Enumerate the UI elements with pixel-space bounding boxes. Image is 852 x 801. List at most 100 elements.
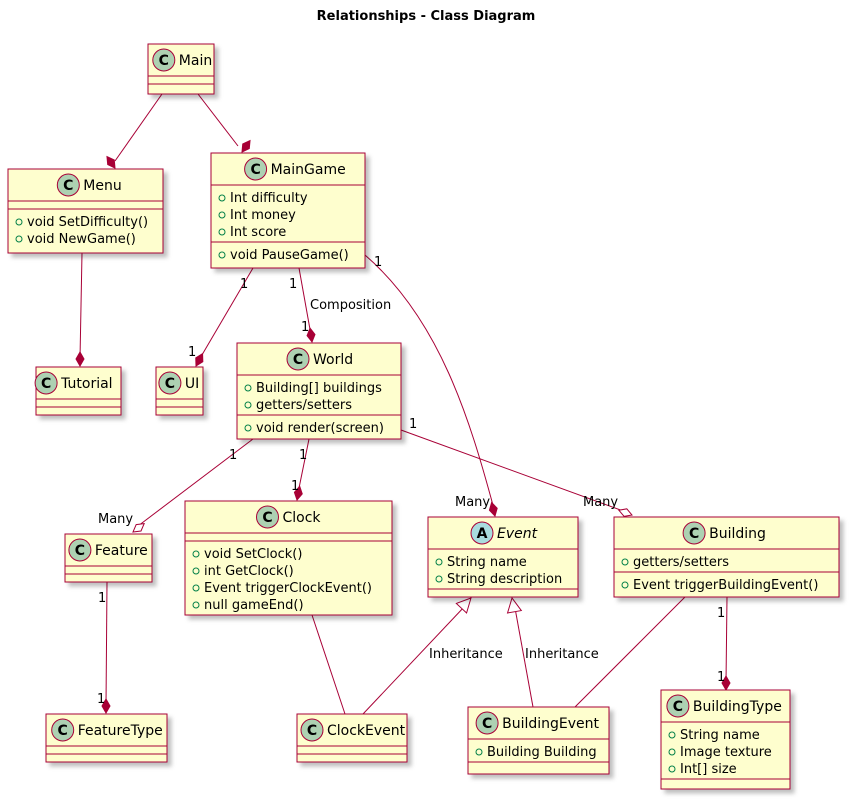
class-stereotype-icon [256, 505, 279, 529]
stereotype-letter: C [250, 162, 260, 178]
inheritance-arrowhead [455, 597, 472, 614]
to-multiplicity: 1 [291, 479, 299, 494]
relation-line [105, 581, 108, 707]
relation-clock-clockevent [311, 614, 346, 715]
class-stereotype-icon [666, 694, 690, 718]
relation-line [79, 252, 83, 360]
to-multiplicity: Many [98, 512, 133, 527]
class-stereotype-icon [152, 48, 176, 72]
composition-diamond [106, 155, 116, 169]
stereotype-letter: C [63, 178, 73, 194]
public-visibility-icon [435, 558, 443, 566]
class-method: null gameEnd() [204, 598, 304, 613]
class-method: void SetClock() [204, 547, 302, 562]
class-box [236, 342, 402, 440]
public-visibility-icon [435, 575, 443, 583]
relation-line [311, 614, 346, 715]
public-visibility-icon [192, 601, 200, 609]
from-multiplicity: 1 [240, 277, 248, 292]
public-visibility-icon [218, 211, 226, 219]
stereotype-letter: C [41, 376, 51, 392]
relation-line [362, 605, 466, 715]
from-multiplicity: 1 [229, 448, 237, 463]
relation-line [198, 267, 254, 361]
to-multiplicity: Many [583, 495, 618, 510]
stereotype-letter: C [673, 699, 683, 715]
class-name: Feature [95, 543, 148, 559]
class-name: Building [709, 526, 766, 542]
public-visibility-icon [218, 228, 226, 236]
aggregation-diamond [617, 508, 633, 517]
class-stereotype-icon [51, 718, 75, 742]
public-visibility-icon [475, 748, 483, 756]
stereotype-letter: C [689, 526, 699, 542]
class-box [427, 516, 579, 598]
class-stereotype-icon [300, 718, 324, 742]
relation-line [297, 438, 310, 494]
class-tutorial[interactable]: C Tutorial [34, 366, 122, 416]
composition-diamond [721, 674, 731, 692]
public-visibility-icon [192, 567, 200, 575]
stereotype-letter: C [262, 510, 272, 526]
class-attribute: String name [447, 555, 527, 570]
relation-clockevent-event: Inheritance [362, 597, 503, 715]
class-attribute: Int[] size [680, 762, 737, 777]
composition-diamond [306, 327, 316, 343]
class-name: Menu [83, 178, 121, 194]
class-method: Event triggerClockEvent() [204, 581, 372, 596]
class-attribute: Image texture [680, 745, 772, 760]
class-stereotype-icon [56, 173, 80, 197]
class-stereotype-icon [68, 538, 92, 562]
composition-diamond [195, 352, 204, 367]
aggregation-diamond [132, 522, 145, 533]
public-visibility-icon [192, 584, 200, 592]
diagram-title: Relationships - Class Diagram [316, 9, 536, 24]
class-stereotype-icon [475, 711, 499, 735]
public-visibility-icon [621, 558, 629, 566]
relation-label: Composition [310, 298, 391, 313]
to-multiplicity: 1 [301, 320, 309, 335]
class-stereotype-icon [682, 521, 706, 545]
class-stereotype-icon [286, 347, 310, 371]
relation-building-buildingevent [574, 596, 686, 708]
stereotype-letter: C [293, 352, 303, 368]
class-attribute: getters/setters [633, 555, 729, 570]
from-multiplicity: 1 [299, 448, 307, 463]
class-box [613, 516, 840, 598]
class-box [7, 168, 164, 254]
class-stereotype-icon [158, 371, 182, 395]
composition-diamond [488, 501, 498, 517]
public-visibility-icon [15, 235, 23, 243]
class-method: void render(screen) [256, 421, 384, 436]
stereotype-letter: C [307, 723, 317, 739]
class-stereotype-icon [34, 371, 58, 395]
class-method: int GetClock() [204, 564, 294, 579]
class-name: Event [497, 526, 538, 542]
relation-line [514, 607, 534, 708]
stereotype-letter: C [482, 716, 492, 732]
class-name: BuildingEvent [502, 716, 599, 732]
class-attribute: String name [680, 728, 760, 743]
class-box [184, 500, 393, 616]
relation-line [574, 596, 686, 708]
class-name: BuildingType [693, 699, 782, 715]
inheritance-arrowhead [506, 596, 523, 614]
class-name: Tutorial [60, 376, 112, 392]
